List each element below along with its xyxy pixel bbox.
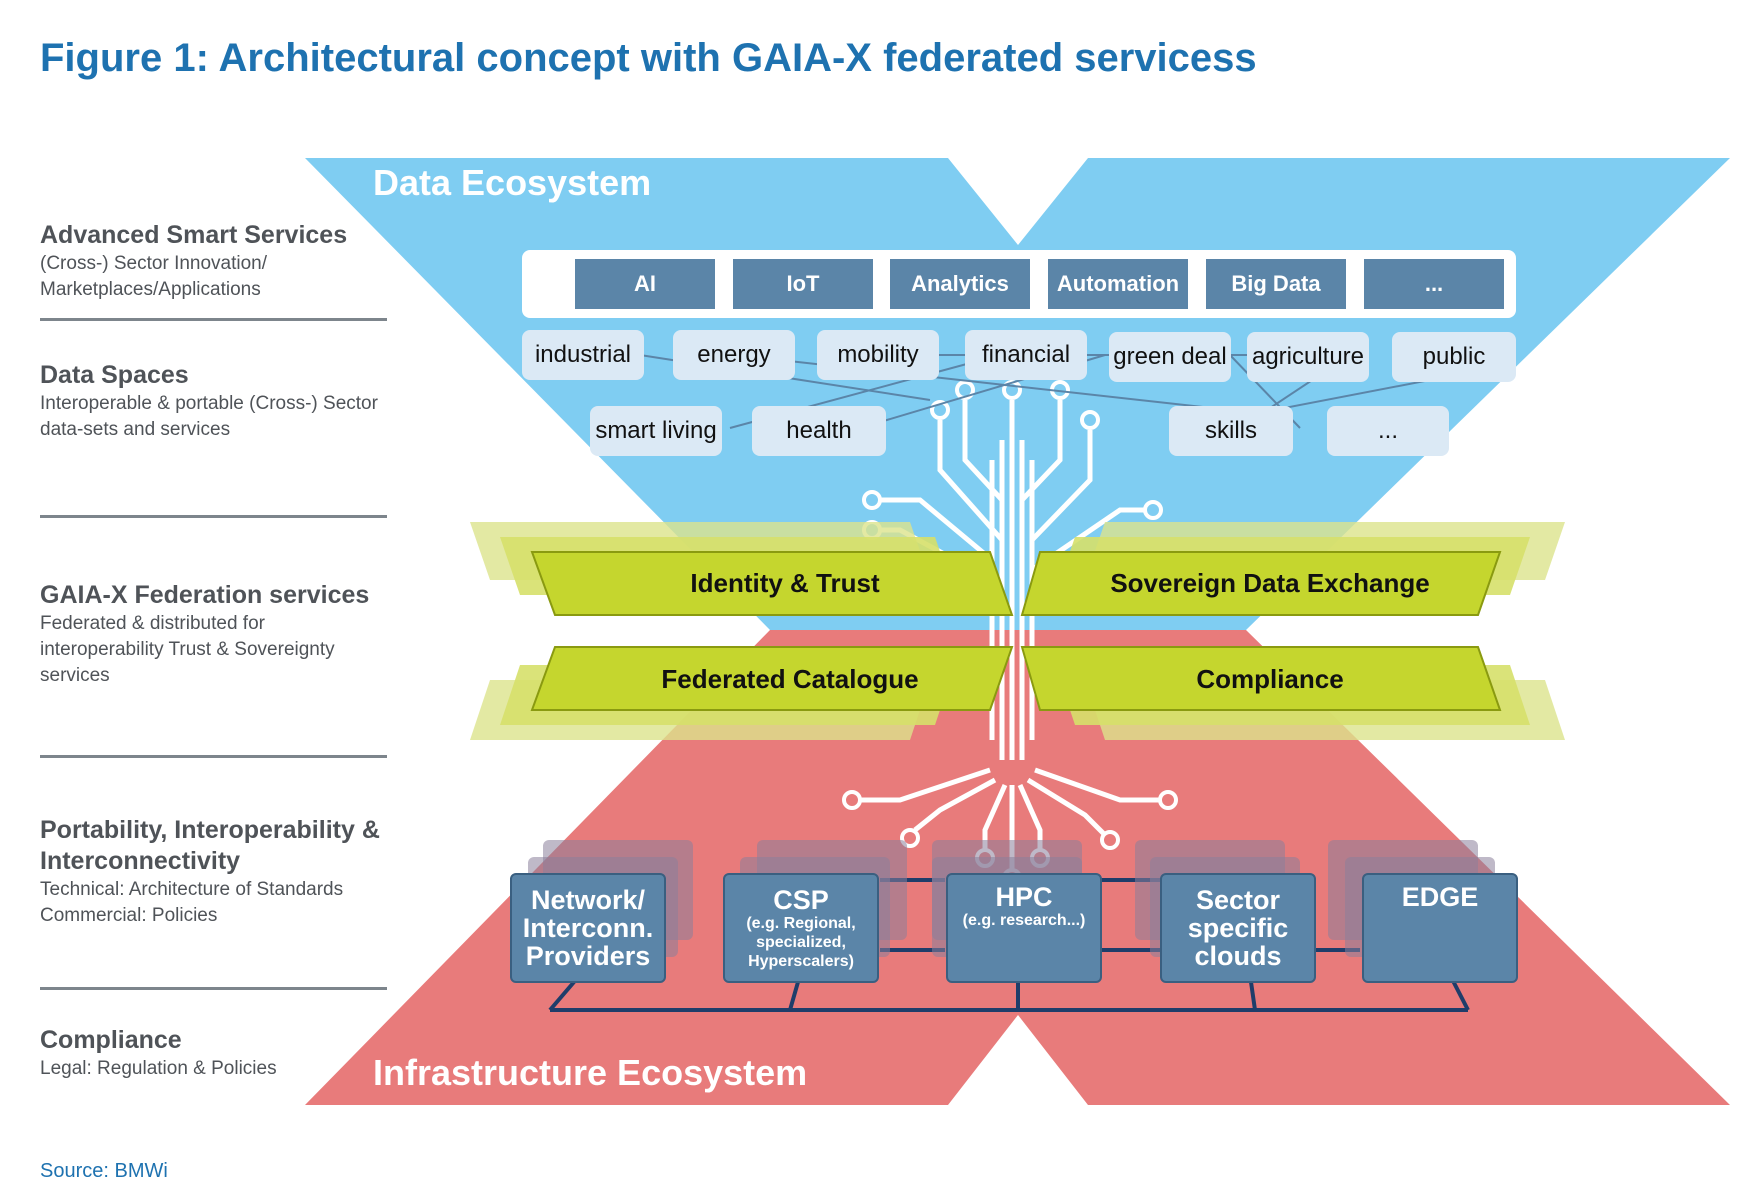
row-label-portability: Portability, Interoperability & Intercon… (40, 815, 400, 929)
row-heading: Compliance (40, 1026, 182, 1054)
service-iot: IoT (733, 259, 873, 309)
infra-name: Network/ Interconn. Providers (522, 885, 654, 971)
infra-detail: (e.g. Regional, specialized, Hyperscaler… (746, 914, 856, 970)
infra-hpc: HPC (e.g. research...) (946, 873, 1102, 983)
data-space-energy: energy (673, 330, 795, 380)
infra-name: Sector specific clouds (1187, 885, 1289, 971)
row-sub: Legal: Regulation & Policies (40, 1058, 277, 1079)
row-heading: Data Spaces (40, 361, 189, 389)
infra-sector-clouds: Sector specific clouds (1160, 873, 1316, 983)
federation-identity-trust: Identity & Trust (690, 568, 880, 598)
infra-csp: CSP (e.g. Regional, specialized, Hypersc… (723, 873, 879, 983)
row-sub: Technical: Architecture of Standards Com… (40, 879, 344, 926)
data-ecosystem-label: Data Ecosystem (373, 162, 652, 203)
row-sub: Interoperable & portable (Cross-) Sector… (40, 393, 378, 440)
row-sub: (Cross-) Sector Innovation/ Marketplaces… (40, 253, 268, 300)
service-automation: Automation (1048, 259, 1188, 309)
row-label-federation: GAIA-X Federation services Federated & d… (40, 580, 400, 689)
infra-network-providers: Network/ Interconn. Providers (510, 873, 666, 983)
row-separator (40, 515, 387, 518)
row-separator (40, 318, 387, 321)
service-ai: AI (575, 259, 715, 309)
data-space-smart-living: smart living (590, 406, 722, 456)
data-space-financial: financial (965, 330, 1087, 380)
row-heading: GAIA-X Federation services (40, 581, 370, 609)
row-heading: Advanced Smart Services (40, 221, 348, 249)
row-separator (40, 755, 387, 758)
data-space-more: ... (1327, 406, 1449, 456)
service-analytics: Analytics (890, 259, 1030, 309)
infrastructure-ecosystem-label: Infrastructure Ecosystem (373, 1052, 808, 1093)
data-space-industrial: industrial (522, 330, 644, 380)
figure-title: Figure 1: Architectural concept with GAI… (40, 36, 1257, 80)
row-sub: Federated & distributed for interoperabi… (40, 613, 335, 686)
data-space-mobility: mobility (817, 330, 939, 380)
federation-compliance: Compliance (1196, 664, 1344, 694)
infra-name: EDGE (1401, 882, 1479, 912)
row-heading: Portability, Interoperability & Intercon… (40, 816, 380, 875)
row-label-compliance: Compliance Legal: Regulation & Policies (40, 1025, 400, 1082)
federation-sovereign-data-exchange: Sovereign Data Exchange (1110, 568, 1430, 598)
infra-detail: (e.g. research...) (962, 912, 1086, 929)
infra-name: HPC (995, 882, 1053, 912)
data-space-agriculture: agriculture (1247, 332, 1369, 382)
data-space-green-deal: green deal (1109, 332, 1231, 382)
data-space-health: health (752, 406, 886, 456)
data-space-skills: skills (1169, 406, 1293, 456)
infra-name: CSP (773, 884, 829, 915)
row-label-smart-services: Advanced Smart Services (Cross-) Sector … (40, 220, 400, 303)
federation-catalogue: Federated Catalogue (661, 664, 919, 694)
service-big-data: Big Data (1206, 259, 1346, 309)
service-more: ... (1364, 259, 1504, 309)
row-label-data-spaces: Data Spaces Interoperable & portable (Cr… (40, 360, 400, 443)
federation-bands (470, 522, 1565, 740)
source-note: Source: BMWi (40, 1160, 168, 1182)
data-space-public: public (1392, 332, 1516, 382)
row-separator (40, 987, 387, 990)
infra-edge: EDGE (1362, 873, 1518, 983)
